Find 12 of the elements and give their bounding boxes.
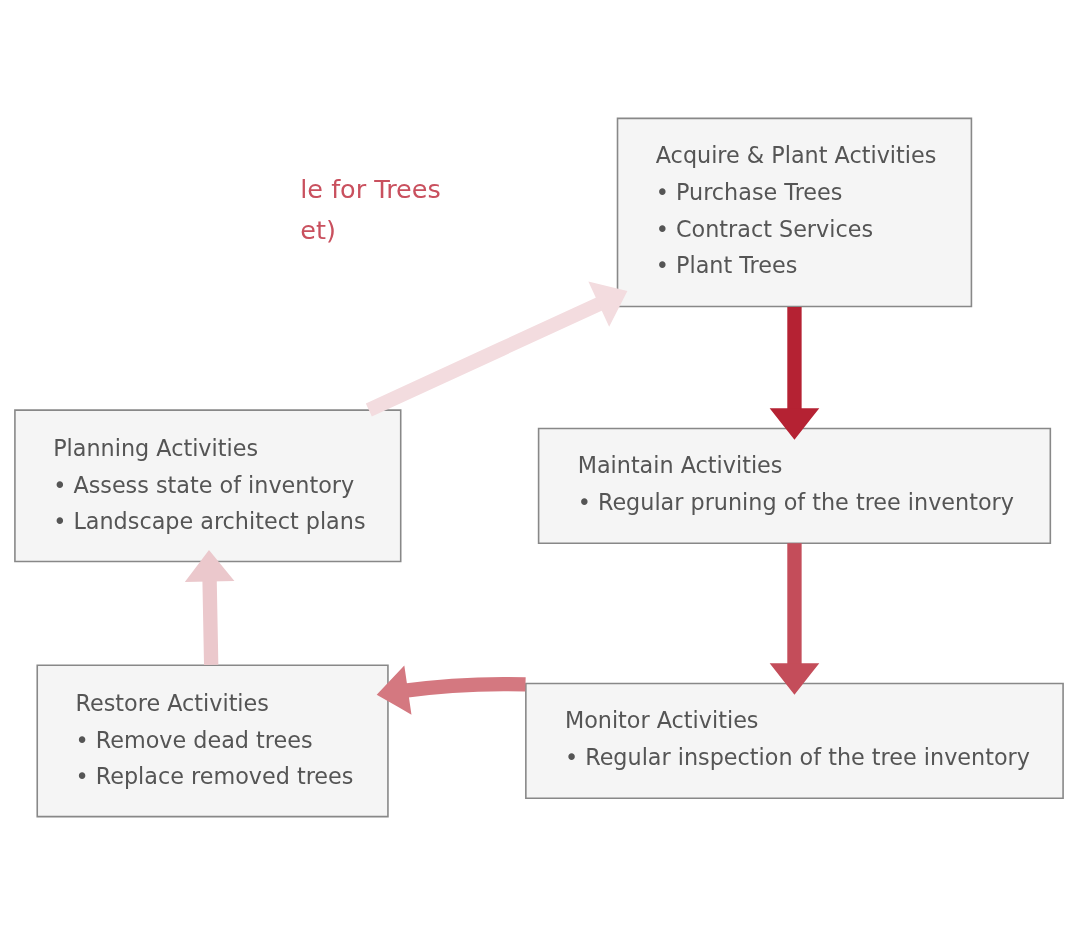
node-box: Maintain Activities • Regular pruning of the tree inventory	[537, 427, 1052, 544]
label: le for Trees	[300, 173, 441, 204]
label: et)	[300, 214, 336, 245]
arrow	[365, 281, 628, 417]
arrow	[769, 306, 820, 440]
node-box: Planning Activities • Assess state of inventory • Landscape architect plans	[14, 408, 402, 562]
arrow	[769, 542, 820, 695]
arrow	[376, 665, 526, 715]
node-box: Acquire & Plant Activities • Purchase Trees • Contract Services • Plant Trees	[616, 117, 973, 307]
arrow	[184, 549, 235, 665]
node-box: Restore Activities • Remove dead trees • Replace removed trees	[36, 663, 389, 817]
node-box: Monitor Activities • Regular inspection of the tree inventory	[525, 682, 1064, 799]
